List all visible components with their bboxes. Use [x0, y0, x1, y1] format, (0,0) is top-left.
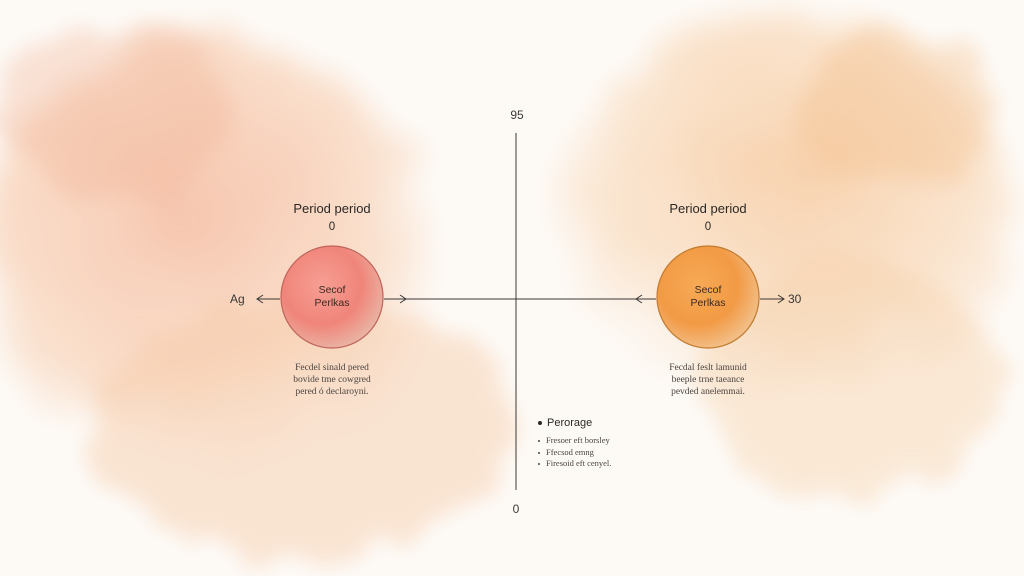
node-left-label-line2: Perlkas [314, 297, 350, 309]
node-left-desc-line: bovide tme cowgred [293, 375, 371, 385]
node-right-title: Period period [669, 201, 747, 216]
legend: Perorage Fresoer eft borsley Ffecsod emn… [538, 417, 611, 470]
legend-item: Fresoer eft borsley [538, 435, 611, 447]
legend-item-text: Ffecsod emng [546, 446, 594, 457]
left-arrow-outward [256, 294, 280, 304]
node-right-label: Secof Perlkas [668, 284, 748, 310]
watercolor-wash-left [0, 20, 510, 560]
left-arrow-inward [384, 294, 407, 304]
legend-title: Perorage [538, 417, 611, 429]
bullet-icon [538, 463, 540, 466]
right-arrow-inward [635, 294, 656, 304]
node-left-top-value: 0 [328, 221, 336, 233]
legend-item-text: Fresoer eft borsley [546, 435, 610, 445]
node-left-desc-line: pered ó declaroyni. [295, 387, 369, 397]
node-left-label-line1: Secof [318, 284, 346, 296]
node-right-label-line1: Secof [694, 284, 722, 296]
node-left-label: Secof Perlkas [292, 284, 372, 310]
node-right-description: Fecdal feslt lamunid beeple trne taeance… [643, 362, 773, 398]
node-right-label-line2: Perlkas [690, 297, 726, 309]
legend-item: Ffecsod emng [538, 447, 611, 459]
node-circle-left [280, 245, 384, 349]
node-right-top-value: 0 [704, 221, 712, 233]
node-left-desc-line: Fecdel sinald pered [295, 363, 369, 373]
axis-right-label: 30 [788, 292, 802, 306]
legend-title-text: Perorage [547, 417, 593, 429]
bullet-icon [538, 451, 540, 454]
bullet-icon [538, 440, 540, 443]
node-left-description: Fecdel sinald pered bovide tme cowgred p… [267, 362, 397, 398]
axis-bottom-label: 0 [512, 502, 520, 516]
node-circle-right [656, 245, 760, 349]
legend-item-text: Firesoid eft cenyel. [546, 458, 612, 468]
node-right-desc-line: pevded anelemmai. [671, 387, 745, 397]
node-right-desc-line: beeple trne taeance [671, 375, 745, 385]
right-arrow-outward [760, 294, 785, 304]
node-right-desc-line: Fecdal feslt lamunid [669, 363, 747, 373]
node-left-title: Period period [293, 201, 371, 216]
legend-item: Firesoid eft cenyel. [538, 458, 611, 470]
bullet-icon [538, 421, 542, 426]
axis-top-label: 95 [510, 108, 524, 122]
axis-left-label: Ag [230, 292, 245, 306]
watercolor-wash-right [550, 20, 1010, 500]
